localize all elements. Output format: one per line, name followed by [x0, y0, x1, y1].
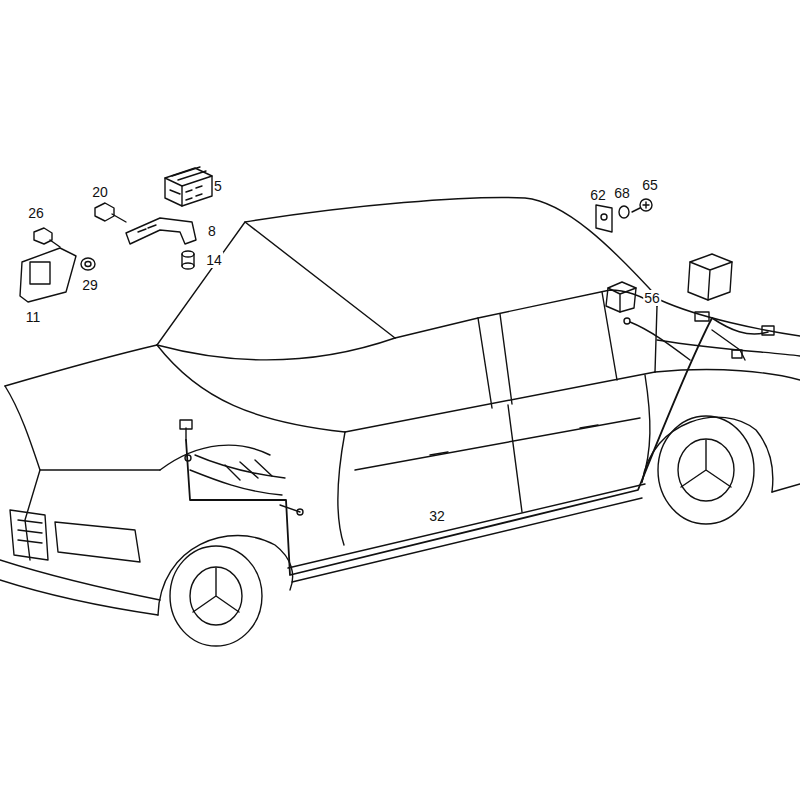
callout-number: 29 [81, 277, 99, 293]
callout-number: 68 [613, 185, 631, 201]
callout-number: 56 [643, 290, 661, 306]
callout-number: 62 [589, 187, 607, 203]
callout-number: 65 [641, 177, 659, 193]
callout-number: 11 [25, 309, 42, 325]
callout-number: 26 [27, 205, 45, 221]
callout-number: 5 [213, 178, 223, 194]
callout-number: 8 [207, 223, 217, 239]
callout-number: 20 [91, 184, 109, 200]
callout-number: 32 [428, 508, 446, 524]
callout-number: 14 [205, 252, 223, 268]
